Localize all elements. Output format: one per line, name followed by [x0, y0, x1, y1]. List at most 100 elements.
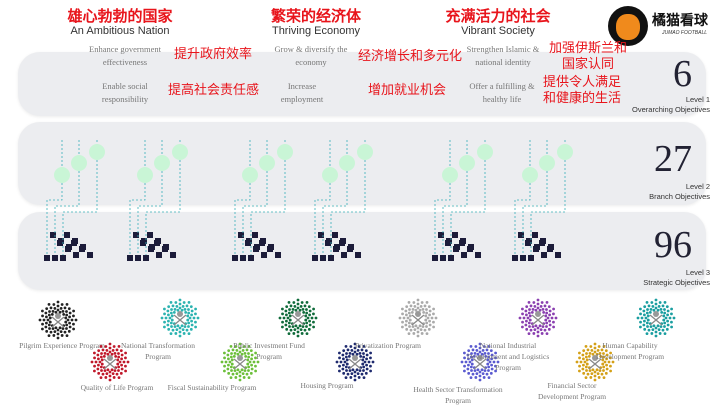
program-label: Health Sector Transformation Program [413, 385, 503, 405]
strategic-objective-node [260, 238, 266, 244]
branch-objective-node [54, 167, 70, 183]
strategic-objective-node [512, 255, 518, 261]
strategic-objective-node [432, 255, 438, 261]
logo-sub: JUMAO FOOTBALL [662, 30, 708, 36]
branch-objective-node [339, 155, 355, 171]
objective-cn: 经济增长和多元化 [358, 48, 463, 63]
level1-count: 6 [673, 53, 692, 95]
level2-count: 27 [654, 138, 692, 180]
strategic-objective-node [72, 238, 78, 244]
strategic-objective-node [340, 238, 346, 244]
strategic-objective-node [341, 252, 347, 258]
connector-line [530, 152, 566, 258]
strategic-objective-node [541, 252, 547, 258]
strategic-objective-node [246, 238, 252, 244]
strategic-objective-node [555, 252, 561, 258]
branch-objective-node [442, 167, 458, 183]
connector-line [46, 175, 63, 258]
branch-objective-node [557, 144, 573, 160]
strategic-objective-node [526, 238, 532, 244]
strategic-objective-node [328, 255, 334, 261]
program-label: Privatization Program [354, 341, 422, 350]
strategic-objective-node [532, 232, 538, 238]
strategic-objective-node [355, 252, 361, 258]
connector-line [234, 175, 251, 258]
level3-count: 96 [654, 224, 692, 266]
strategic-objective-node [66, 244, 72, 250]
strategic-objective-node [334, 244, 340, 250]
strategic-objective-node [438, 232, 444, 238]
program-label: Pilgrim Experience Program [19, 341, 105, 350]
program-emblem-icon [335, 342, 375, 382]
program-emblem-icon [518, 298, 558, 338]
strategic-objective-node [135, 255, 141, 261]
strategic-objective-node [252, 232, 258, 238]
strategic-objective-node [468, 244, 474, 250]
connector-line [250, 152, 286, 258]
connector-line [54, 163, 80, 258]
connector-line [137, 163, 163, 258]
program-emblem-icon [636, 298, 676, 338]
branch-objective-node [277, 144, 293, 160]
strategic-objective-node [240, 255, 246, 261]
strategic-objective-node [318, 232, 324, 238]
level2-panel [18, 122, 706, 205]
strategic-objective-node [80, 244, 86, 250]
strategic-objective-node [143, 255, 149, 261]
branch-objective-node [539, 155, 555, 171]
strategic-objective-node [52, 255, 58, 261]
connector-line [330, 152, 366, 258]
strategic-objective-node [64, 232, 70, 238]
logo: 橘猫看球 JUMAO FOOTBALL [652, 10, 708, 36]
program-label: National Transformation Program [121, 341, 195, 361]
strategic-objective-node [460, 238, 466, 244]
objectives-tree-diagram [44, 140, 573, 261]
strategic-objective-node [248, 255, 254, 261]
branch-objective-node [259, 155, 275, 171]
level-name: Overarching Objectives [632, 105, 710, 114]
connector-line [442, 163, 468, 258]
connector-line [129, 175, 146, 258]
connector-line [434, 175, 451, 258]
program-label: Quality of Life Program [80, 383, 154, 392]
connector-line [522, 163, 548, 258]
strategic-objective-node [163, 244, 169, 250]
strategic-objective-node [155, 238, 161, 244]
strategic-objective-node [44, 255, 50, 261]
branch-objective-node [154, 155, 170, 171]
objective-cn: 加强伊斯兰和国家认同 [548, 40, 627, 71]
program-label: Public Investment Fund Program [233, 341, 305, 361]
objective-en: Enable social responsibility [101, 81, 149, 104]
strategic-objective-node [320, 255, 326, 261]
program-emblem-icon [398, 298, 438, 338]
program-label: Fiscal Sustainability Program [167, 383, 257, 392]
connector-line [62, 152, 98, 258]
strategic-objective-node [348, 244, 354, 250]
objective-cn: 增加就业机会 [368, 82, 447, 97]
pillar-en: Thriving Economy [271, 25, 361, 37]
pillar-en: Vibrant Society [461, 25, 535, 37]
strategic-objective-node [133, 232, 139, 238]
branch-objective-node [357, 144, 373, 160]
level-number: Level 2 [685, 182, 710, 191]
strategic-objective-node [73, 252, 79, 258]
pillar-cn: 繁荣的经济体 [270, 8, 361, 25]
strategic-objective-node [518, 232, 524, 238]
connector-line [322, 163, 348, 258]
logo-name: 橘猫看球 [652, 12, 708, 28]
branch-objective-node [89, 144, 105, 160]
connector-line [450, 152, 486, 258]
objective-en: Strengthen Islamic & national identity [466, 44, 540, 67]
objective-cn: 提升政府效率 [174, 46, 253, 61]
strategic-objective-node [528, 255, 534, 261]
program-emblem-icon [278, 298, 318, 338]
strategic-objective-node [452, 232, 458, 238]
objective-cn: 提供令人满足和健康的生活 [542, 74, 621, 105]
objective-en: Offer a fulfilling & healthy life [469, 81, 535, 104]
objective-en: Grow & diversify the economy [274, 44, 348, 67]
level1-panel [18, 52, 706, 116]
